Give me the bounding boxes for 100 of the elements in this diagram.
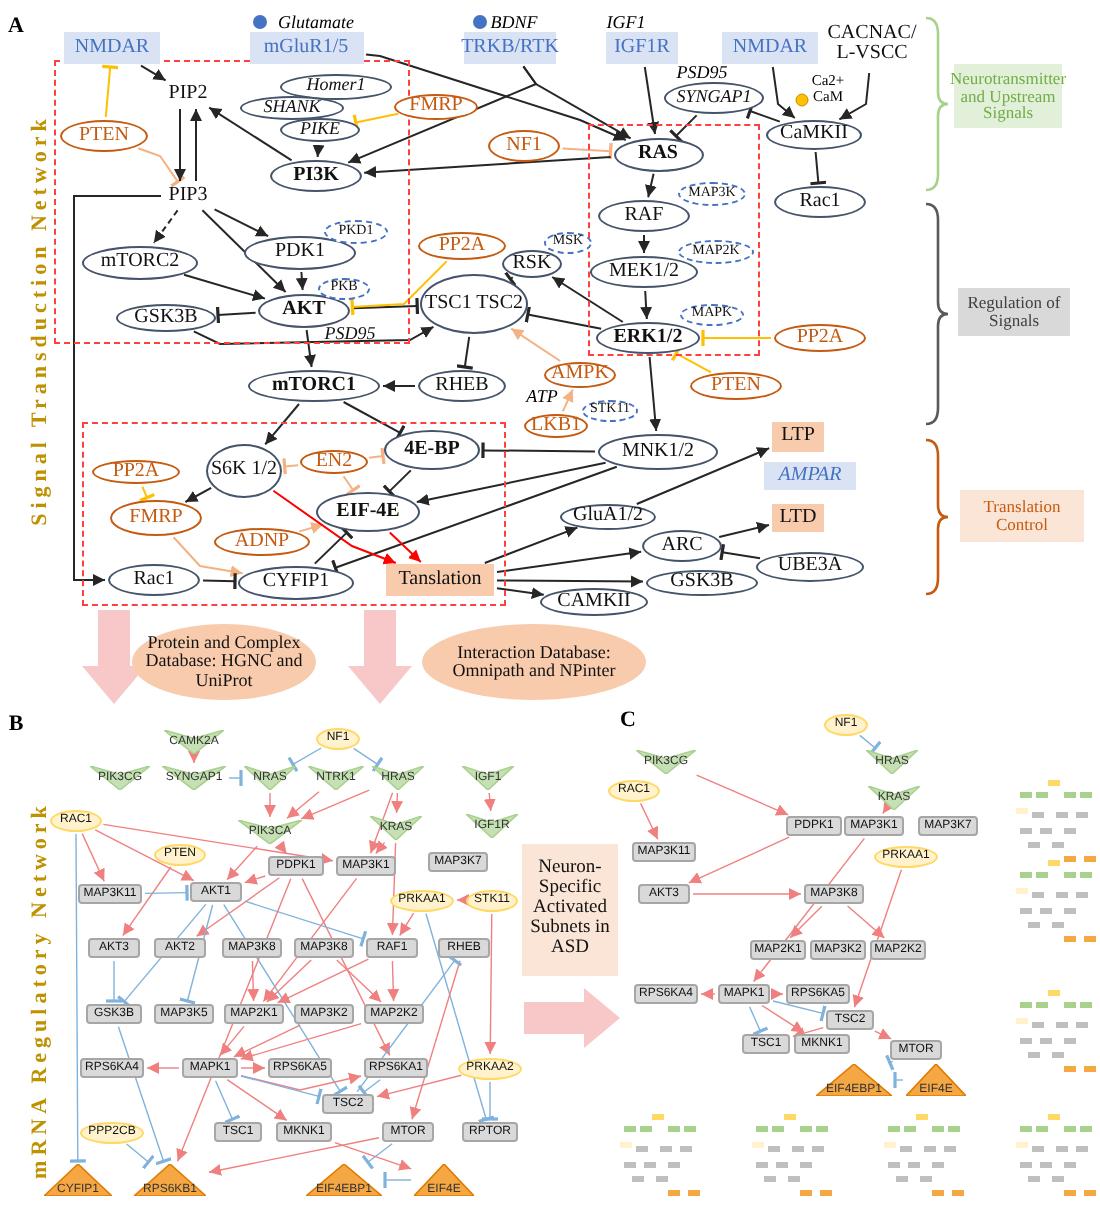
inhibition-line	[480, 1081, 500, 1121]
arrow	[73, 195, 162, 586]
inhibition-line	[893, 1070, 904, 1090]
arrow	[496, 587, 545, 600]
arrow	[240, 1022, 362, 1062]
outcome-box: Tanslation	[386, 564, 494, 596]
arrow	[496, 575, 644, 588]
protein-ellipse: PDK1	[244, 235, 356, 269]
inhibition-line	[701, 328, 772, 348]
regulator-ellipse: AMPK	[544, 361, 616, 387]
protein-ellipse: Rac1	[774, 186, 866, 218]
region-frame	[54, 60, 410, 344]
inhibition-line	[228, 768, 243, 788]
arrow	[140, 64, 167, 82]
inhibition-line	[350, 260, 448, 317]
arrow	[640, 290, 653, 320]
protein-ellipse: GSK3B	[116, 304, 216, 332]
arrow	[213, 208, 270, 238]
protein-ellipse: PI3K	[270, 160, 362, 192]
arrow	[312, 144, 325, 158]
region-frame	[82, 422, 506, 606]
arrow	[264, 792, 276, 818]
receptor-box: NMDAR	[64, 32, 160, 64]
outcome-box: LTD	[772, 504, 824, 532]
arrow	[692, 888, 802, 900]
regulator-ellipse: ADNP	[214, 528, 310, 556]
protein-ellipse: GluA1/2	[560, 503, 656, 529]
arrow	[789, 905, 823, 939]
regulator-ellipse: FMRP	[110, 500, 202, 536]
arrow	[388, 531, 422, 563]
protein-ellipse: UBE3A	[756, 551, 864, 581]
arrow	[94, 829, 195, 882]
arrow	[295, 271, 308, 291]
arrow	[643, 66, 660, 135]
arrow	[266, 959, 312, 1003]
arrow	[510, 327, 562, 362]
arrow	[183, 273, 266, 301]
inhibition-line	[214, 1080, 242, 1124]
inhibition-line	[504, 271, 517, 287]
arrow	[192, 325, 435, 345]
arrow	[172, 536, 244, 578]
arrow	[638, 234, 650, 254]
arrow	[648, 356, 662, 432]
protein-ellipse: MEK1/2	[590, 256, 698, 288]
arrow	[792, 1026, 824, 1039]
inhibition-line	[361, 1143, 393, 1171]
arrow	[208, 1137, 380, 1176]
inhibition-line	[859, 734, 882, 756]
arrow	[639, 802, 659, 840]
receptor-box: IGF1R	[606, 32, 678, 64]
arrow	[551, 276, 624, 323]
arrow	[152, 209, 179, 244]
arrow	[365, 53, 627, 141]
arrow	[102, 823, 334, 865]
regulator-ellipse: PTEN	[690, 372, 782, 400]
inhibition-line	[138, 485, 156, 503]
receptor-box: mGluR1/5	[249, 32, 363, 64]
inhibition-line	[100, 64, 120, 118]
arrow	[771, 66, 796, 119]
inhibition-line	[383, 1170, 412, 1190]
inhibition-line	[68, 833, 88, 1163]
arrow	[456, 894, 469, 906]
protein-ellipse: RAF	[598, 200, 690, 232]
protein-ellipse: S6K 1/2	[206, 443, 282, 497]
inhibition-line	[748, 1006, 770, 1037]
inhibition-line	[215, 305, 257, 325]
receptor-box: NMDAR	[722, 32, 818, 64]
arrow	[484, 913, 497, 1055]
arrow	[561, 388, 574, 413]
arrow	[334, 1141, 412, 1171]
arrow	[409, 960, 461, 1120]
arrow	[264, 403, 300, 446]
protein-ellipse: RHEB	[418, 370, 506, 402]
inhibition-line	[202, 571, 237, 591]
arrow	[195, 877, 281, 937]
arrow	[838, 72, 871, 121]
regulator-ellipse: PTEN	[60, 120, 148, 152]
arrow	[276, 958, 370, 1004]
arrow	[718, 522, 770, 538]
arrow	[375, 840, 388, 855]
molecule-label: PIP2	[164, 82, 212, 106]
inhibition-line	[425, 913, 496, 1124]
inhibition-line	[351, 296, 420, 316]
protein-ellipse: Rac1	[108, 564, 200, 596]
protein-ellipse: SHANK	[240, 96, 344, 120]
arrow	[635, 447, 771, 505]
arrow	[304, 329, 316, 368]
arrow	[700, 988, 716, 1000]
annotation-label: PSD95	[324, 324, 376, 344]
arrow	[483, 792, 496, 812]
arrow	[771, 988, 784, 1000]
arrow	[219, 1025, 245, 1057]
database-ellipse: Interaction Database: Omnipath and NPinter	[422, 624, 646, 700]
receptor-box: TRKB/RTK	[464, 32, 556, 64]
protein-ellipse: 4E-BP	[384, 430, 480, 470]
protein-ellipse: TSC1 TSC2	[420, 274, 528, 334]
regulator-ellipse: PP2A	[774, 324, 866, 352]
arrow	[240, 1062, 266, 1074]
molecule-label: PIP3	[164, 184, 212, 208]
category-box: Translation Control	[960, 490, 1084, 542]
